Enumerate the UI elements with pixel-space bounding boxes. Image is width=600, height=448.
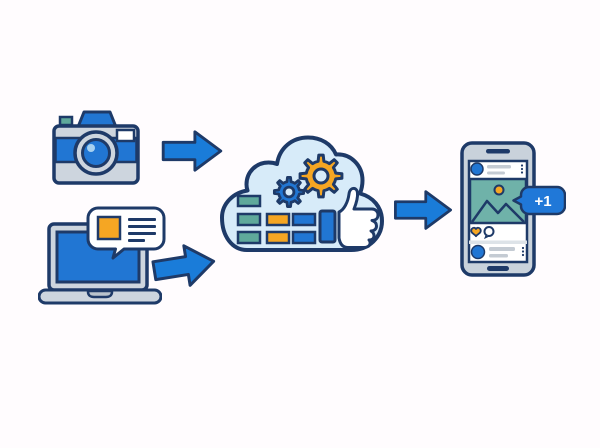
- camera-icon: [52, 110, 140, 185]
- avatar: [470, 162, 484, 176]
- laptop-notch: [86, 289, 114, 299]
- phone-speaker: [486, 149, 510, 154]
- message-text-lines: [128, 218, 156, 242]
- feed-divider: [469, 240, 527, 244]
- more-options-icon: [520, 164, 524, 174]
- gear-blue-icon: [272, 175, 306, 209]
- plus-one-label: +1: [534, 193, 551, 210]
- mountains-icon: [470, 199, 525, 223]
- phone-home-button: [487, 266, 509, 271]
- avatar: [470, 244, 486, 260]
- arrow-camera-to-cloud-icon: [161, 130, 223, 172]
- message-attachment-thumbnail: [96, 215, 122, 241]
- sun-icon: [493, 184, 505, 196]
- plus-one-notification-badge: +1: [512, 185, 566, 216]
- camera-viewfinder: [115, 128, 136, 143]
- feed-post-header: [470, 244, 525, 260]
- smartphone-icon: [460, 141, 536, 277]
- arrow-laptop-to-cloud-icon: [151, 244, 216, 287]
- gear-orange-icon: [298, 153, 344, 199]
- cloud-processing-icon: [220, 135, 384, 252]
- badge-bubble: [512, 185, 566, 216]
- arrow-cloud-to-phone-icon: [394, 190, 452, 230]
- camera-shutter-button: [58, 115, 74, 127]
- thumbs-up-icon: [318, 186, 380, 249]
- camera-lens: [81, 138, 111, 168]
- data-blocks: [236, 194, 317, 245]
- like-heart-icon: [470, 226, 482, 238]
- more-options-icon: [521, 246, 525, 257]
- feed-post-header: [470, 162, 524, 176]
- camera-lens-highlight: [87, 144, 95, 152]
- comment-icon: [483, 226, 495, 240]
- message-bubble-icon: [86, 206, 166, 260]
